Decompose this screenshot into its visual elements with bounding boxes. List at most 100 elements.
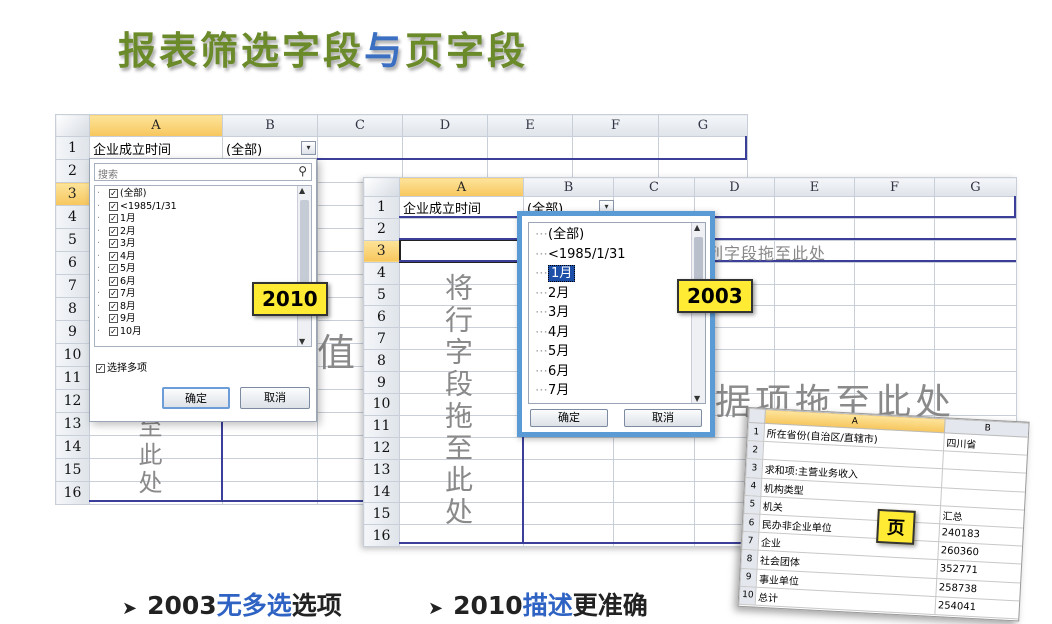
checkbox-checked-icon[interactable]: ✓ <box>96 363 105 373</box>
row-header[interactable]: 6 <box>742 513 760 533</box>
row-header[interactable]: 7 <box>55 274 90 298</box>
filter-item[interactable]: ⋯7月 <box>535 381 626 401</box>
row-header[interactable]: 6 <box>363 305 400 329</box>
filter-dropdown-button[interactable]: ▾ <box>599 200 614 214</box>
row-header[interactable]: 11 <box>363 414 400 438</box>
column-header-e[interactable]: E <box>774 177 855 197</box>
row-header[interactable]: 8 <box>363 349 400 373</box>
cell[interactable] <box>774 305 855 329</box>
cell[interactable] <box>854 349 935 373</box>
select-all-corner[interactable] <box>55 114 90 137</box>
cell[interactable] <box>934 239 1017 263</box>
scroll-thumb[interactable] <box>694 237 703 297</box>
row-header[interactable]: 9 <box>55 320 90 344</box>
column-header-b[interactable]: B <box>222 114 318 137</box>
filter-item[interactable]: ·✓1月 <box>97 213 177 226</box>
row-header[interactable]: 4 <box>363 261 400 285</box>
checkbox-checked-icon[interactable]: ✓ <box>109 289 118 298</box>
cell[interactable] <box>934 349 1017 373</box>
column-header-e[interactable]: E <box>487 114 573 137</box>
row-header[interactable]: 2 <box>55 159 90 183</box>
filter-item[interactable]: ·✓2月 <box>97 226 177 239</box>
cancel-button[interactable]: 取消 <box>240 387 310 409</box>
checkbox-checked-icon[interactable]: ✓ <box>109 314 118 323</box>
cell[interactable] <box>934 305 1017 329</box>
row-header[interactable]: 5 <box>55 228 90 252</box>
row-header[interactable]: 1 <box>747 422 765 442</box>
filter-item[interactable]: ·✓7月 <box>97 288 177 301</box>
filter-item[interactable]: ·✓6月 <box>97 276 177 289</box>
cell[interactable]: 企业成立时间 <box>89 136 223 160</box>
filter-item[interactable]: ·✓<1985/1/31 <box>97 201 177 214</box>
cell[interactable] <box>854 283 935 307</box>
cell[interactable] <box>934 261 1017 285</box>
row-header[interactable]: 16 <box>55 481 90 505</box>
row-header[interactable]: 13 <box>363 458 400 482</box>
filter-item[interactable]: ·✓5月 <box>97 263 177 276</box>
row-header[interactable]: 13 <box>55 412 90 436</box>
column-header-a[interactable]: A <box>89 114 223 137</box>
scroll-down-icon[interactable]: ▼ <box>694 394 701 403</box>
cell[interactable]: 254041 <box>934 596 1022 619</box>
row-header[interactable]: 2 <box>363 217 400 241</box>
checkbox-checked-icon[interactable]: ✓ <box>109 226 118 236</box>
filter-item[interactable]: ·✓4月 <box>97 251 177 264</box>
filter-item[interactable]: ⋯5月 <box>535 342 626 362</box>
cell[interactable] <box>317 136 403 160</box>
cell[interactable] <box>402 136 488 160</box>
row-header[interactable]: 4 <box>744 477 762 497</box>
cell[interactable] <box>399 217 524 241</box>
cell[interactable] <box>613 458 695 482</box>
cell[interactable] <box>572 136 659 160</box>
cell[interactable] <box>774 217 855 241</box>
cell[interactable] <box>934 327 1017 351</box>
row-header[interactable]: 16 <box>363 524 400 548</box>
filter-item[interactable]: ⋯4月 <box>535 323 626 343</box>
row-header[interactable]: 4 <box>55 205 90 229</box>
select-all-corner[interactable] <box>748 408 766 424</box>
filter-item[interactable]: ⋯3月 <box>535 303 626 323</box>
row-header[interactable]: 5 <box>743 495 761 515</box>
column-header-f[interactable]: F <box>854 177 935 197</box>
row-header[interactable]: 1 <box>363 196 400 219</box>
cell[interactable] <box>398 239 525 264</box>
checkbox-checked-icon[interactable]: ✓ <box>109 326 118 336</box>
cell[interactable] <box>854 239 935 263</box>
row-header[interactable]: 14 <box>55 435 90 459</box>
cell[interactable] <box>222 435 318 459</box>
cell[interactable] <box>658 136 748 160</box>
column-header-g[interactable]: G <box>934 177 1017 197</box>
cell[interactable] <box>774 261 855 285</box>
filter-item[interactable]: ·✓8月 <box>97 301 177 314</box>
row-header[interactable]: 12 <box>363 436 400 460</box>
filter-item[interactable]: ⋯6月 <box>535 362 626 382</box>
filter-dropdown-button[interactable]: ▾ <box>301 141 316 155</box>
list-scrollbar[interactable]: ▲ ▼ <box>297 186 311 346</box>
cell[interactable]: (全部) <box>222 136 318 160</box>
row-header[interactable]: 2 <box>746 440 764 460</box>
row-header[interactable]: 15 <box>363 502 400 526</box>
row-header[interactable]: 3 <box>55 182 90 206</box>
cell[interactable] <box>934 393 1017 416</box>
cell[interactable] <box>613 480 695 504</box>
row-header[interactable]: 5 <box>363 283 400 307</box>
cell[interactable] <box>523 458 614 482</box>
row-header[interactable]: 11 <box>55 366 90 390</box>
row-header[interactable]: 8 <box>741 549 759 569</box>
row-header[interactable]: 10 <box>55 343 90 367</box>
row-header[interactable]: 3 <box>745 458 763 478</box>
row-header[interactable]: 10 <box>363 393 400 416</box>
checkbox-checked-icon[interactable]: ✓ <box>109 276 118 286</box>
checkbox-checked-icon[interactable]: ✓ <box>109 239 118 248</box>
column-header-c[interactable]: C <box>317 114 403 137</box>
row-header[interactable]: 12 <box>55 389 90 413</box>
ok-button[interactable]: 确定 <box>530 409 608 427</box>
cell[interactable] <box>613 502 695 526</box>
row-header[interactable]: 7 <box>742 531 759 551</box>
row-header[interactable]: 3 <box>363 239 400 263</box>
cell[interactable] <box>487 136 573 160</box>
column-header-b[interactable]: B <box>523 177 614 197</box>
multi-select-option[interactable]: ✓选择多项 <box>96 359 147 374</box>
filter-item[interactable]: ⋯1月 <box>535 264 626 284</box>
checkbox-checked-icon[interactable]: ✓ <box>109 264 118 273</box>
